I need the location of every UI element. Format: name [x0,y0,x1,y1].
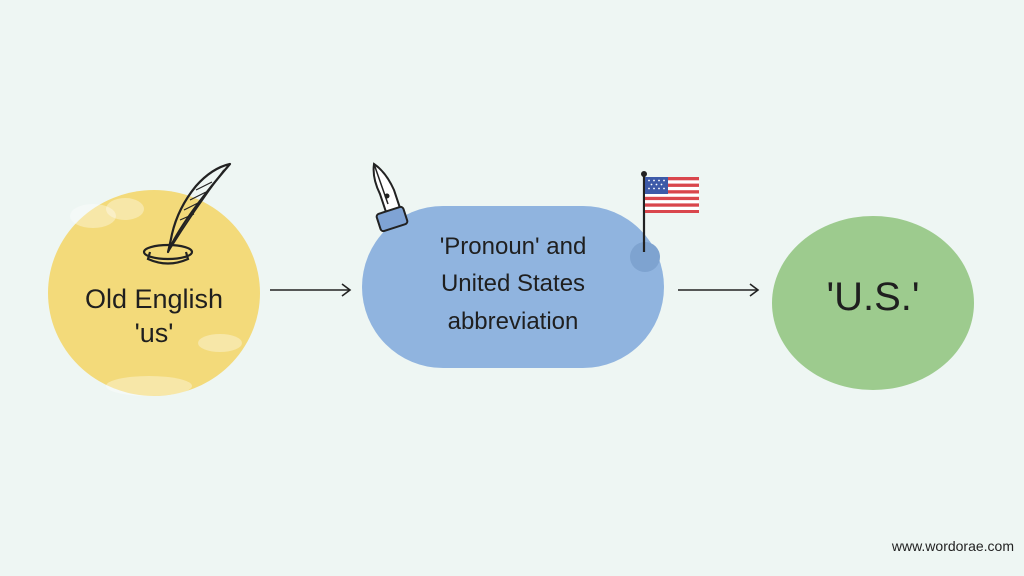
website-watermark: www.wordorae.com [891,538,1014,554]
node-us: 'U.S.' [772,216,974,390]
arrow-2 [678,283,760,297]
node-label: 'U.S.' [826,275,920,319]
us-flag-icon [641,171,699,252]
quill-icon [142,162,232,265]
node-label: 'Pronoun' and United States abbreviation [439,233,587,335]
arrow-1 [270,283,352,297]
cloud-decoration [198,334,242,352]
node-old-english: Old English 'us' [48,190,260,396]
cloud-decoration [106,198,144,220]
fountain-pen-icon [372,162,409,233]
cloud-decoration [70,204,116,228]
cloud-decoration [106,376,192,396]
node-label: Old English 'us' [84,284,224,348]
node-pronoun-abbreviation: 'Pronoun' and United States abbreviation [362,206,664,368]
